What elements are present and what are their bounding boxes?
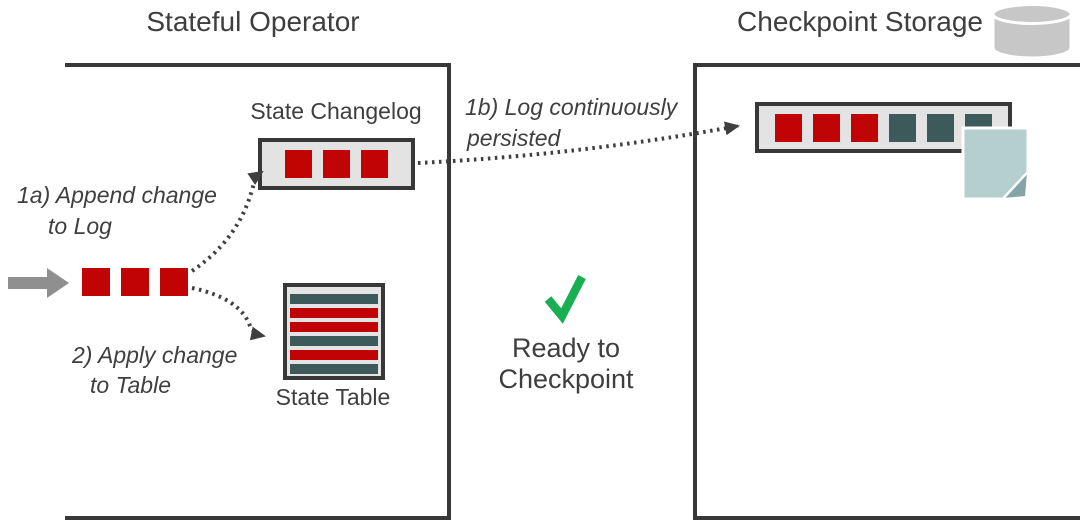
red-cell xyxy=(121,268,149,296)
red-cell xyxy=(813,113,840,142)
red-cell xyxy=(851,113,878,142)
step-1b-line1: 1b) Log continuously xyxy=(465,94,678,120)
status-line2: Checkpoint xyxy=(498,364,634,394)
teal-cell xyxy=(290,336,378,346)
state-changelog-bar xyxy=(258,138,415,190)
file-icon xyxy=(961,126,1030,201)
teal-cell xyxy=(290,294,378,304)
step-1a-line2: to Log xyxy=(48,213,112,239)
red-cell xyxy=(285,150,312,178)
ready-to-checkpoint-text: Ready to Checkpoint xyxy=(446,333,686,395)
state-table-box xyxy=(283,283,385,380)
red-cell xyxy=(290,322,378,332)
red-cell xyxy=(160,268,188,296)
stateful-operator-box xyxy=(65,63,451,520)
red-cell xyxy=(82,268,110,296)
checkpoint-storage-box xyxy=(693,63,1080,520)
step-2-line1: 2) Apply change xyxy=(72,342,238,368)
red-cell xyxy=(290,308,378,318)
teal-cell xyxy=(927,113,954,142)
status-line1: Ready to xyxy=(511,333,621,363)
teal-cell xyxy=(290,364,378,374)
state-changelog-label: State Changelog xyxy=(250,98,422,124)
red-cell xyxy=(361,150,388,178)
red-cell xyxy=(323,150,350,178)
checkpoint-storage-title: Checkpoint Storage xyxy=(737,6,983,37)
red-cell xyxy=(290,350,378,360)
input-record-cells xyxy=(82,268,188,296)
red-cell xyxy=(775,113,802,142)
state-table-label: State Table xyxy=(275,384,391,410)
step-1a-line1: 1a) Append change xyxy=(17,182,217,208)
state-table-rows xyxy=(287,287,381,374)
stateful-operator-title: Stateful Operator xyxy=(146,6,360,37)
teal-cell xyxy=(889,113,916,142)
step-2-line2: to Table xyxy=(90,372,171,398)
